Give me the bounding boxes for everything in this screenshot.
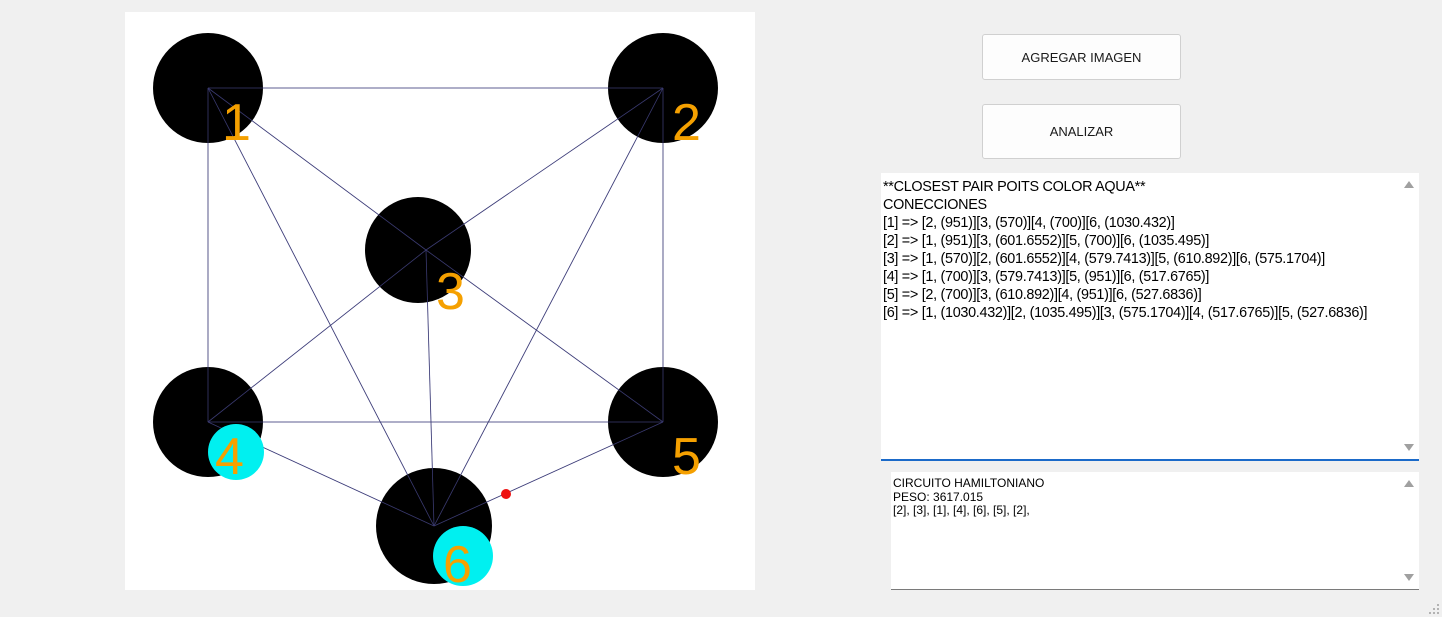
node-label-1: 1 xyxy=(222,94,251,152)
resize-grip-icon[interactable] xyxy=(1428,603,1440,615)
edge-over-3-5 xyxy=(425,249,664,423)
connections-textbox[interactable]: **CLOSEST PAIR POITS COLOR AQUA** CONECC… xyxy=(881,173,1419,461)
scroll-down-arrow-icon[interactable] xyxy=(1404,574,1414,581)
edge-over-1-6 xyxy=(207,87,435,527)
hamiltonian-text: CIRCUITO HAMILTONIANO PESO: 3617.015 [2]… xyxy=(893,476,1045,517)
closest-pair-highlight-4 xyxy=(208,424,264,480)
hamiltonian-scrollbar[interactable] xyxy=(1399,472,1419,589)
graph-nodes: 1 2 3 4 5 6 xyxy=(153,33,718,590)
scroll-up-arrow-icon[interactable] xyxy=(1404,480,1414,487)
node-label-4: 4 xyxy=(215,428,244,486)
edge-over-1-3 xyxy=(207,87,427,251)
edge-over-5-6 xyxy=(433,421,664,527)
node-3 xyxy=(365,197,471,303)
closest-pair-highlight-6 xyxy=(433,526,493,586)
edge-over-2-6 xyxy=(433,87,664,527)
node-label-3: 3 xyxy=(436,263,465,321)
connections-scrollbar[interactable] xyxy=(1399,173,1419,459)
graph-canvas: 1 2 3 4 5 6 xyxy=(125,12,755,590)
node-label-6: 6 xyxy=(443,536,472,590)
graph-svg: 1 2 3 4 5 6 xyxy=(153,33,718,590)
marker-dot xyxy=(501,489,511,499)
edge-over-3-6 xyxy=(425,249,435,527)
edge-over-3-4 xyxy=(207,249,427,423)
edge-over-2-3 xyxy=(425,87,664,251)
node-label-5: 5 xyxy=(672,428,701,486)
add-image-button[interactable]: AGREGAR IMAGEN xyxy=(982,34,1181,80)
hamiltonian-textbox[interactable]: CIRCUITO HAMILTONIANO PESO: 3617.015 [2]… xyxy=(891,472,1419,590)
analyze-button[interactable]: ANALIZAR xyxy=(982,104,1181,159)
scroll-up-arrow-icon[interactable] xyxy=(1404,181,1414,188)
connections-text: **CLOSEST PAIR POITS COLOR AQUA** CONECC… xyxy=(883,179,1368,321)
scroll-down-arrow-icon[interactable] xyxy=(1404,444,1414,451)
node-label-2: 2 xyxy=(672,94,701,152)
